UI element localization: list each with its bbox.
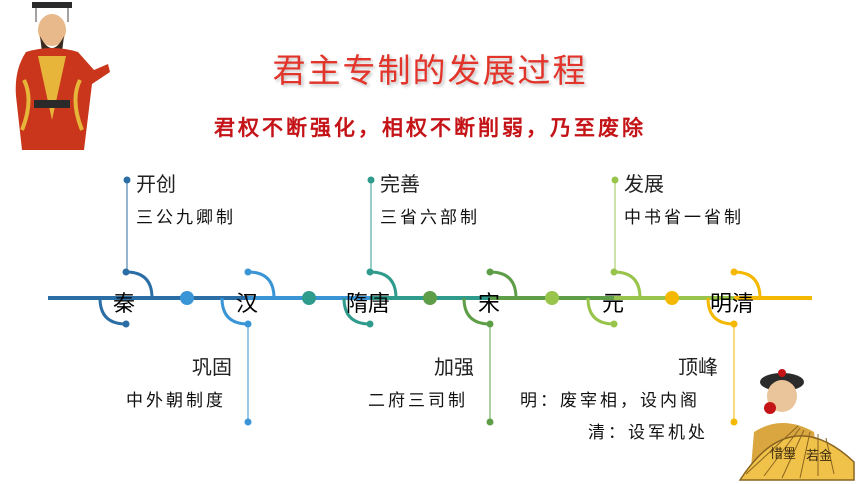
note-text-yuan: 中书省一省制 — [624, 208, 744, 228]
timeline-node — [302, 291, 316, 305]
note-text-suitang: 三省六部制 — [380, 208, 480, 228]
note-heading-song: 加强 — [434, 355, 474, 379]
note-heading-qin: 开创 — [136, 172, 176, 196]
dynasty-label-song: 宋 — [478, 292, 501, 317]
svg-text:若金: 若金 — [806, 448, 832, 464]
page-title: 君主专制的发展过程 — [272, 51, 588, 90]
svg-text:惜墨: 惜墨 — [770, 447, 796, 462]
note-text-ming: 明：废宰相，设内阁 — [520, 391, 700, 411]
dynasty-label-yuan: 元 — [602, 292, 625, 317]
note-heading-suitang: 完善 — [380, 172, 420, 196]
qing-emperor-with-fan: 惜墨 若金 — [738, 369, 855, 481]
note-heading-han: 巩固 — [192, 355, 232, 379]
page-subtitle: 君权不断强化，相权不断削弱，乃至废除 — [214, 115, 646, 140]
dynasty-label-qin: 秦 — [113, 292, 136, 317]
timeline-node — [665, 291, 679, 305]
note-text-song: 二府三司制 — [368, 391, 468, 411]
dynasty-label-han: 汉 — [236, 292, 259, 317]
dynasty-label-mingqing: 明清 — [710, 292, 755, 317]
note-text-han: 中外朝制度 — [126, 391, 226, 411]
timeline-node — [180, 291, 194, 305]
emperor-portrait — [15, 2, 110, 150]
timeline-node — [545, 291, 559, 305]
note-heading-mingqing: 顶峰 — [678, 355, 718, 379]
note-text-qing: 清：设军机处 — [588, 423, 708, 443]
timeline-node — [423, 291, 437, 305]
note-heading-yuan: 发展 — [624, 172, 664, 196]
note-text-qin: 三公九卿制 — [136, 208, 236, 228]
dynasty-label-suitang: 隋唐 — [346, 292, 391, 317]
